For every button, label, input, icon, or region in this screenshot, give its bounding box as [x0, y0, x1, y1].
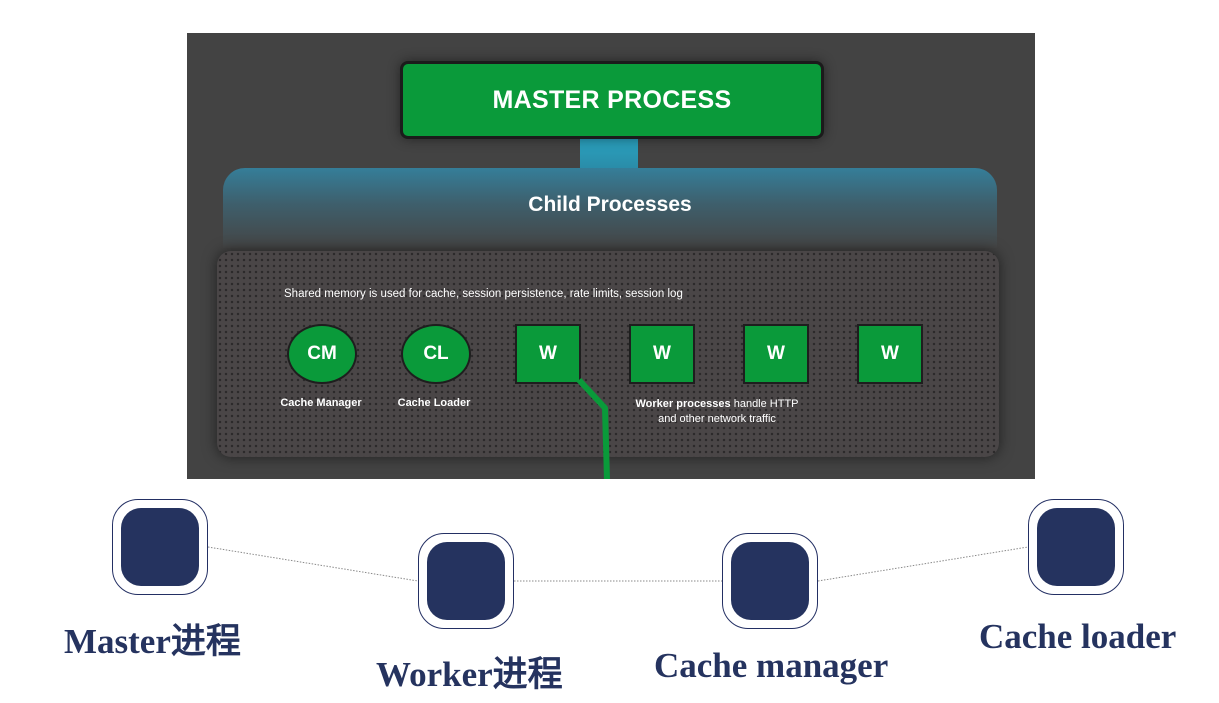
- worker-node: W: [857, 324, 923, 384]
- worker-label: W: [539, 343, 557, 364]
- annotation-node-cache-manager: [722, 533, 818, 629]
- worker-label: W: [881, 343, 899, 364]
- architecture-diagram: MASTER PROCESS Child Processes Shared me…: [187, 33, 1035, 479]
- cache-manager-abbrev: CM: [307, 343, 337, 364]
- worker-node: W: [743, 324, 809, 384]
- child-processes-label: Child Processes: [528, 193, 692, 216]
- worker-label: W: [653, 343, 671, 364]
- master-process-box: MASTER PROCESS: [400, 61, 824, 139]
- annotation-label-master: Master进程: [64, 622, 241, 661]
- annotation-label-worker: Worker进程: [376, 655, 563, 694]
- cache-manager-node: CM: [287, 324, 357, 384]
- cache-loader-abbrev: CL: [423, 343, 449, 364]
- worker-node: W: [515, 324, 581, 384]
- annotation-label-cache-loader: Cache loader: [979, 617, 1177, 656]
- annotation-node-cache-loader: [1028, 499, 1124, 595]
- annotation-node-master: [112, 499, 208, 595]
- master-child-connector: [580, 133, 638, 171]
- worker-processes-caption: Worker processes handle HTTP and other n…: [607, 397, 827, 427]
- worker-node: W: [629, 324, 695, 384]
- worker-caption-rest: handle HTTP: [730, 398, 799, 410]
- worker-caption-bold: Worker processes: [635, 398, 731, 410]
- annotation-node-worker: [418, 533, 514, 629]
- cache-manager-caption: Cache Manager: [280, 397, 362, 409]
- network-traffic-line: [576, 378, 610, 479]
- worker-caption-line2: and other network traffic: [658, 413, 776, 425]
- cache-loader-caption: Cache Loader: [397, 397, 471, 409]
- worker-label: W: [767, 343, 785, 364]
- child-processes-band: [223, 168, 997, 248]
- cache-loader-node: CL: [401, 324, 471, 384]
- annotation-label-cache-manager: Cache manager: [654, 646, 889, 685]
- master-process-label: MASTER PROCESS: [492, 85, 732, 114]
- shared-memory-note: Shared memory is used for cache, session…: [284, 288, 683, 300]
